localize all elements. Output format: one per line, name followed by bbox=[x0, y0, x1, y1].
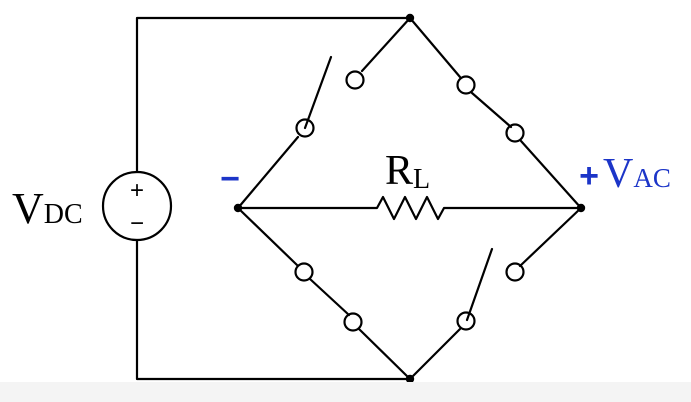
top-rail-wire bbox=[135, 16, 412, 174]
ul-switch-blade bbox=[303, 55, 333, 130]
rl-label-main: R bbox=[385, 148, 413, 194]
ur-switch-contact-top bbox=[456, 75, 476, 95]
bottom-band bbox=[0, 382, 691, 402]
ll-switch-blade bbox=[308, 277, 351, 317]
vdc-label-sub: DC bbox=[44, 199, 83, 230]
vdc-label-main: V bbox=[12, 184, 44, 233]
lr-switch-contact-top bbox=[505, 262, 525, 282]
wire-ur-switch-to-right bbox=[519, 139, 583, 210]
bottom-rail-wire bbox=[135, 238, 412, 381]
source-plus-sign: + bbox=[130, 177, 144, 204]
wire-top-to-ur-switch bbox=[408, 16, 462, 79]
output-negative-sign: − bbox=[220, 160, 240, 198]
ll-switch-contact-bottom bbox=[343, 312, 363, 332]
node-right bbox=[576, 203, 586, 213]
wire-left-to-ll-switch bbox=[236, 206, 299, 267]
vdc-label: VDC bbox=[12, 184, 83, 233]
wire-right-to-lr-switch bbox=[518, 206, 583, 268]
vac-label-main: V bbox=[603, 151, 633, 197]
node-bottom bbox=[405, 374, 415, 382]
source-minus-sign: − bbox=[130, 210, 144, 237]
ur-switch-contact-bottom bbox=[505, 123, 525, 143]
output-positive-sign: + bbox=[579, 157, 599, 195]
ul-switch-contact-bottom bbox=[295, 118, 315, 138]
wire-ul-switch-to-left bbox=[236, 135, 300, 210]
circuit-canvas: + − VDC RL − + VAC bbox=[12, 13, 671, 382]
rl-label: RL bbox=[385, 148, 430, 195]
load-resistor bbox=[236, 195, 583, 221]
ul-switch-contact-top bbox=[345, 70, 365, 90]
wire-ll-switch-to-bottom bbox=[357, 327, 412, 381]
vac-label: VAC bbox=[603, 151, 671, 197]
vac-label-sub: AC bbox=[633, 163, 671, 193]
dc-source-symbol bbox=[101, 170, 173, 242]
lr-switch-blade bbox=[465, 247, 494, 322]
wire-lr-switch-to-bottom bbox=[408, 327, 462, 381]
wire-top-to-ul-switch bbox=[360, 16, 412, 73]
ll-switch-contact-top bbox=[294, 262, 314, 282]
rl-label-sub: L bbox=[413, 164, 430, 195]
node-left bbox=[233, 203, 243, 213]
lr-switch-contact-bottom bbox=[456, 311, 476, 331]
ur-switch-blade bbox=[470, 91, 513, 129]
node-top bbox=[405, 13, 415, 23]
